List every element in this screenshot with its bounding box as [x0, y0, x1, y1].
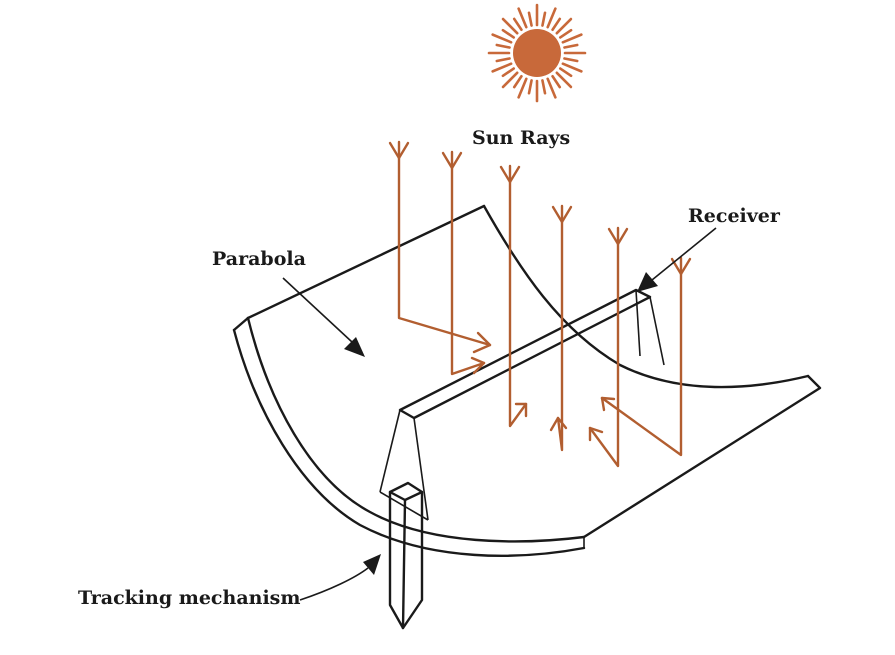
sun-ray-spike: [555, 71, 573, 89]
sun-ray-spike: [501, 28, 516, 39]
receiver-label: Receiver: [688, 205, 781, 227]
sun-ray-spike: [551, 74, 562, 89]
arrow-pointer-icon: [344, 337, 365, 357]
sun-ray-spike: [558, 67, 573, 78]
sun-rays-label: Sun Rays: [472, 127, 570, 149]
light-ray-arrow: [470, 356, 486, 375]
light-ray-arrow: [514, 402, 528, 418]
sun-ray-spike: [491, 62, 513, 73]
arrow-pointer-icon: [363, 554, 381, 575]
sun-ray-spike: [517, 7, 528, 29]
sun-ray-spike: [563, 43, 579, 49]
light-ray-arrow: [549, 416, 568, 432]
sun-ray-spike: [501, 67, 516, 78]
sun-ray-spike: [555, 17, 573, 35]
tracking-pointer: [299, 554, 381, 601]
sun-ray-spike: [501, 17, 519, 35]
parabolic-trough: [232, 204, 822, 557]
sun-ray-spike: [501, 71, 519, 89]
light-ray-arrow: [397, 140, 492, 347]
sun-ray-spike: [541, 11, 547, 27]
light-ray-arrow: [670, 257, 692, 276]
light-ray-arrow: [600, 396, 616, 412]
light-ray-arrow: [472, 331, 492, 354]
sun-ray-spike: [558, 28, 573, 39]
sun-ray-spike: [495, 57, 511, 63]
sun-ray-spike: [561, 62, 583, 73]
sun-ray-spike: [551, 17, 562, 32]
sun-ray-spike: [527, 79, 533, 95]
parabola-label: Parabola: [212, 248, 306, 270]
sun-ray-spike: [491, 33, 513, 44]
light-ray-arrow: [556, 204, 564, 452]
tracking-mechanism-label: Tracking mechanism: [78, 587, 300, 609]
light-ray-arrow: [450, 150, 486, 376]
light-ray-arrow: [588, 426, 604, 442]
light-ray-arrow: [600, 256, 683, 457]
sun-icon: [487, 3, 587, 103]
light-ray-arrow: [588, 226, 620, 468]
tracking-post: [388, 481, 424, 630]
receiver-pointer: [637, 227, 717, 292]
light-ray-arrow: [499, 165, 521, 184]
light-ray-arrow: [551, 205, 573, 224]
parabola-pointer: [282, 277, 365, 357]
sun-ray-spike: [541, 79, 547, 95]
light-ray-arrow: [607, 227, 629, 246]
sun-ray-spike: [512, 17, 523, 32]
light-ray-arrow: [441, 151, 463, 170]
sun-ray-spike: [563, 57, 579, 63]
sun-ray-spike: [512, 74, 523, 89]
light-ray-arrow: [388, 141, 410, 160]
sun-ray-spike: [495, 43, 511, 49]
sun-ray-spike: [546, 77, 557, 99]
light-ray-arrow: [508, 164, 528, 428]
sun-ray-spike: [546, 7, 557, 29]
sun-ray-spike: [527, 11, 533, 27]
arrow-pointer-icon: [637, 272, 658, 292]
sun-rays: [388, 140, 692, 468]
sun-ray-spike: [561, 33, 583, 44]
sun-ray-spike: [517, 77, 528, 99]
